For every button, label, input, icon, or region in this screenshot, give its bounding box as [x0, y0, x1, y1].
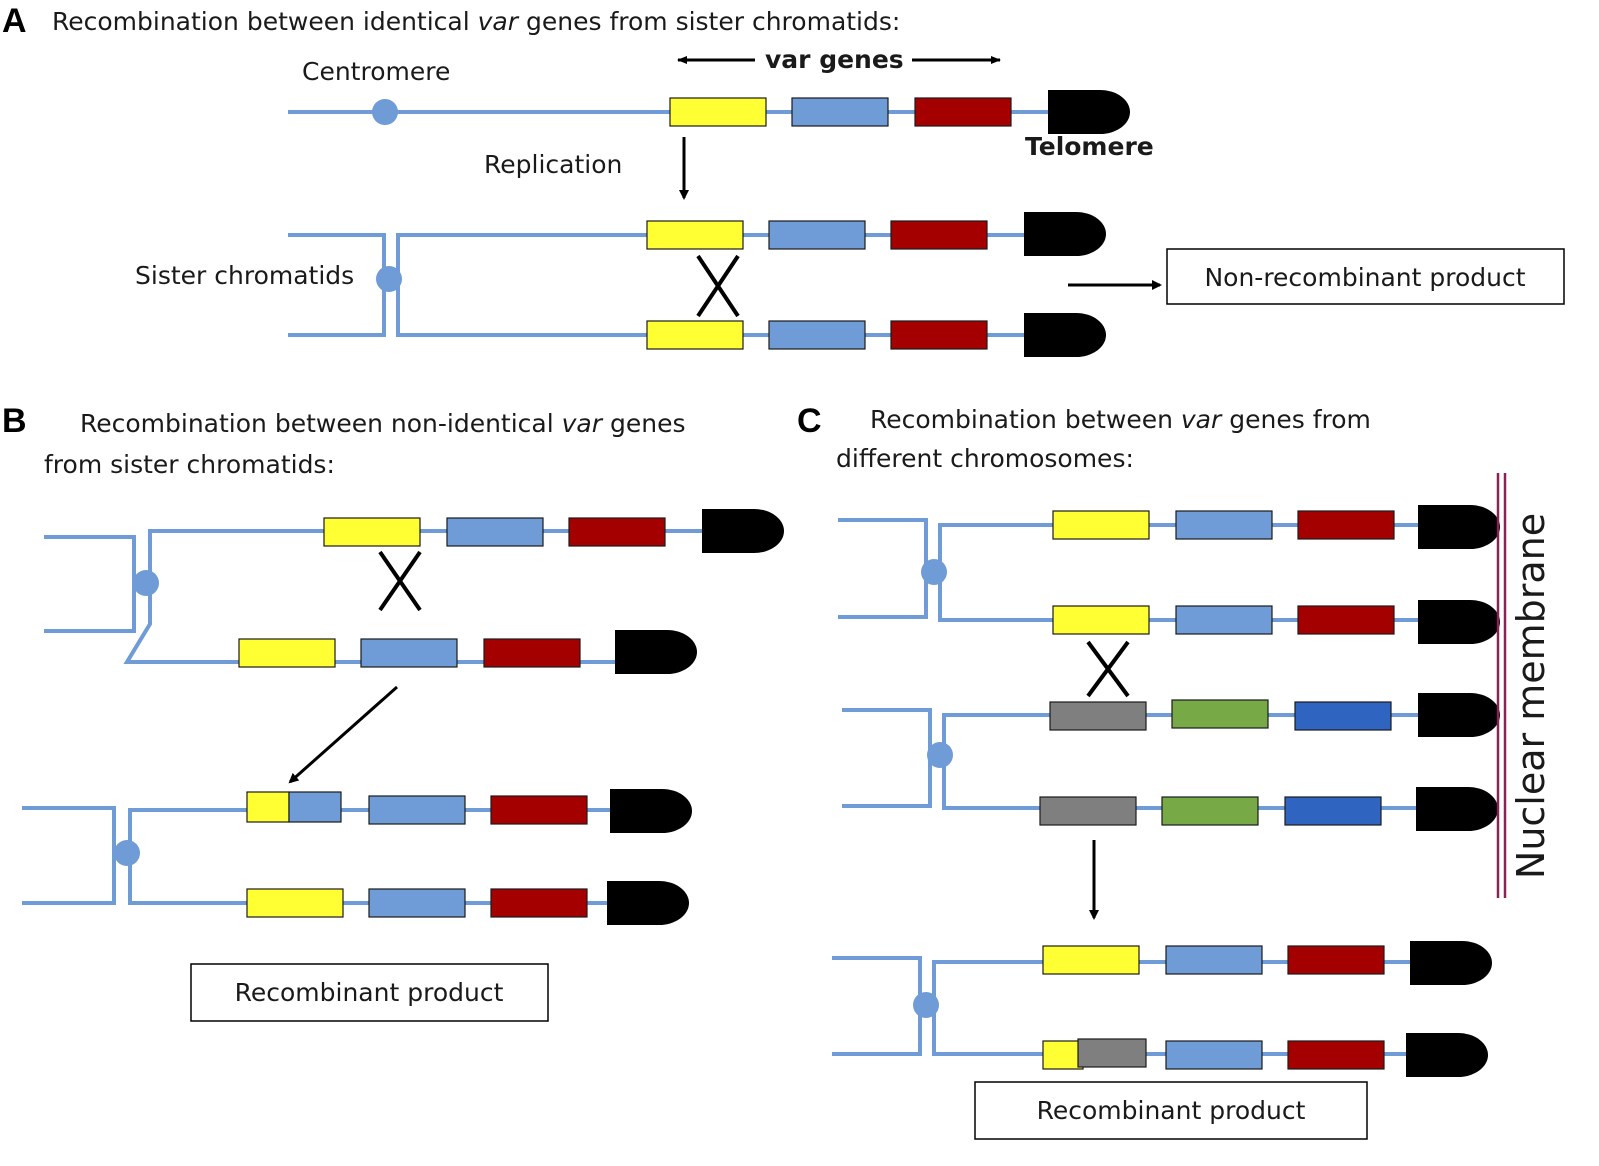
chromatid-arm-right	[396, 233, 1024, 337]
centromere	[376, 266, 402, 292]
var-gene-green	[1171, 699, 1269, 729]
var-gene-yellow	[1052, 605, 1150, 635]
replication-label: Replication	[484, 150, 622, 179]
chromatid-arm-left	[44, 535, 136, 633]
sister-chromatids-label: Sister chromatids	[135, 261, 354, 290]
var-gene-green	[1161, 796, 1259, 826]
telomere	[1048, 90, 1130, 134]
var-gene-blue	[1175, 605, 1273, 635]
telomere	[1418, 600, 1500, 644]
telomere	[1024, 212, 1106, 256]
crossover-x	[378, 550, 422, 612]
panel-c-letter: C	[797, 402, 822, 440]
panel-b-title-line2: from sister chromatids:	[44, 450, 335, 479]
telomere	[1418, 693, 1500, 737]
var-gene-dark-blue	[1294, 701, 1392, 731]
var-gene-blue	[768, 220, 866, 250]
telomere	[702, 509, 784, 553]
centromere	[921, 559, 947, 585]
var-gene-red	[914, 97, 1012, 127]
var-gene-dark-blue	[1284, 796, 1382, 826]
var-gene-blue	[446, 517, 544, 547]
telomere	[1406, 1033, 1488, 1077]
var-gene-yellow	[323, 517, 421, 547]
chimeric-gene-gray-part	[1077, 1038, 1147, 1068]
var-gene-red	[1297, 605, 1395, 635]
telomere	[610, 789, 692, 833]
var-gene-red	[490, 795, 588, 825]
centromere	[133, 570, 159, 596]
recombinant-product-label: Recombinant product	[1037, 1096, 1306, 1125]
recombination-arrow	[288, 685, 398, 784]
var-gene-yellow	[1052, 510, 1150, 540]
var-gene-red	[568, 517, 666, 547]
var-gene-yellow	[669, 97, 767, 127]
var-gene-blue	[768, 320, 866, 350]
centromere	[913, 992, 939, 1018]
var-gene-red	[1287, 945, 1385, 975]
var-gene-gray	[1039, 796, 1137, 826]
non-recombinant-product-label: Non-recombinant product	[1204, 263, 1525, 292]
telomere	[607, 881, 689, 925]
panel-b-letter: B	[2, 402, 27, 440]
panel-a-letter: A	[2, 2, 27, 40]
var-gene-blue	[368, 888, 466, 918]
var-gene-red	[890, 220, 988, 250]
chimeric-gene-yellow-part	[246, 791, 290, 823]
var-gene-yellow	[246, 888, 344, 918]
crossover-x	[696, 254, 740, 318]
panel-b-title-line1: Recombination between non-identical var …	[80, 409, 686, 438]
centromere	[372, 99, 398, 125]
panel-c-title-line1: Recombination between var genes from	[870, 405, 1371, 434]
var-gene-blue	[360, 638, 458, 668]
chimeric-gene-yellow-part	[1042, 1040, 1084, 1070]
telomere	[615, 630, 697, 674]
var-gene-blue	[1175, 510, 1273, 540]
var-gene-red	[483, 638, 581, 668]
var-gene-blue	[368, 795, 466, 825]
panel-c-title-line2: different chromosomes:	[836, 444, 1134, 473]
crossover-x	[1086, 640, 1130, 698]
panel-a-title: Recombination between identical var gene…	[52, 7, 900, 36]
chromatid-arm-right	[932, 960, 1410, 1056]
centromere	[114, 840, 140, 866]
var-gene-yellow	[646, 320, 744, 350]
recombinant-product-box	[190, 963, 549, 1022]
var-gene-yellow	[238, 638, 336, 668]
var-genes-label: var genes	[765, 45, 904, 74]
chromatid-arm-left	[832, 956, 922, 1056]
panel-b: B Recombination between non-identical va…	[2, 402, 784, 1022]
panel-c: C Recombination between var genes from d…	[797, 402, 1553, 1140]
telomere	[1418, 505, 1500, 549]
chromatid-arm-left	[22, 806, 116, 905]
var-gene-red	[490, 888, 588, 918]
chromatid-arm-left	[842, 708, 932, 808]
centromere	[927, 742, 953, 768]
chimeric-gene-blue-part	[288, 791, 342, 823]
centromere-label: Centromere	[302, 57, 450, 86]
telomere	[1416, 787, 1498, 831]
var-gene-red	[890, 320, 988, 350]
telomere	[1410, 941, 1492, 985]
telomere	[1024, 313, 1106, 357]
var-gene-yellow	[1042, 945, 1140, 975]
recombinant-product-label: Recombinant product	[235, 978, 504, 1007]
var-gene-red	[1297, 510, 1395, 540]
var-gene-blue	[1165, 945, 1263, 975]
telomere-label: Telomere	[1025, 132, 1154, 161]
nuclear-membrane-label: Nuclear membrane	[1509, 513, 1553, 879]
var-gene-red	[1287, 1040, 1385, 1070]
var-gene-yellow	[646, 220, 744, 250]
var-gene-blue	[791, 97, 889, 127]
non-recombinant-product-box	[1166, 248, 1565, 305]
chromatid-arm-left	[838, 518, 928, 619]
var-gene-blue	[1165, 1040, 1263, 1070]
var-gene-gray	[1049, 701, 1147, 731]
panel-a: A Recombination between identical var ge…	[2, 2, 1565, 357]
recombinant-product-box	[974, 1081, 1368, 1140]
